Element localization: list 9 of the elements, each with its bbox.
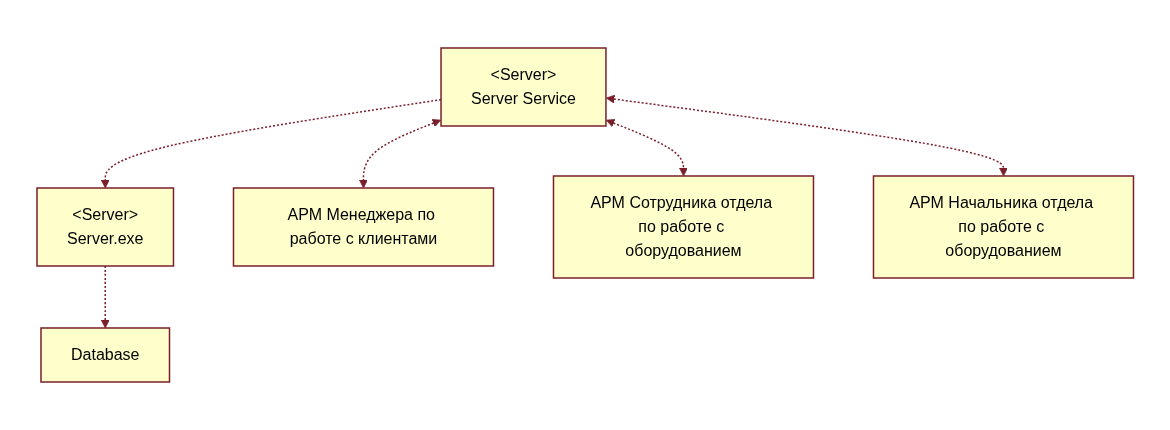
- node-box: <Server> Server.exe: [36, 187, 174, 267]
- node-box: <Server> Server Service: [440, 47, 607, 127]
- arrow: [358, 119, 441, 189]
- arrow: [605, 94, 1008, 177]
- node-box: АРМ Начальника отдела по работе с оборудованием: [872, 175, 1134, 279]
- node-box: АРМ Менеджера по работе с клиентами: [232, 187, 494, 267]
- node-box: АРМ Сотрудника отдела по работе с оборудованием: [552, 175, 814, 279]
- node-box: Database: [40, 327, 170, 383]
- arrow: [605, 119, 688, 177]
